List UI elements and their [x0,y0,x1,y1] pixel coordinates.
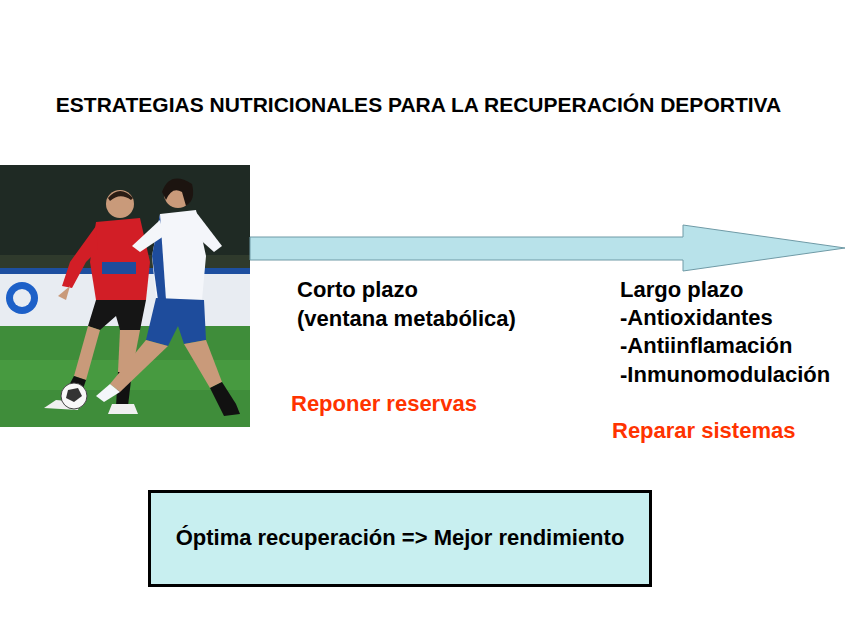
phase-goal: Reponer reservas [291,392,477,416]
strategy-item: -Inmunomodulación [620,363,830,387]
phase-subheading: (ventana metabólica) [297,307,516,331]
timeline-arrow [250,225,845,271]
box-text: Óptima recuperación => Mejor rendimiento [176,525,625,551]
football-photo [0,165,250,427]
phase-goal: Reparar sistemas [612,419,795,443]
diagram-title: ESTRATEGIAS NUTRICIONALES PARA LA RECUPE… [56,93,781,117]
conclusion-box: Óptima recuperación => Mejor rendimiento [148,490,652,587]
strategy-item: -Antiinflamación [620,334,792,358]
phase-heading: Largo plazo [620,278,743,302]
phase-heading: Corto plazo [297,278,418,302]
strategy-item: -Antioxidantes [620,306,773,330]
